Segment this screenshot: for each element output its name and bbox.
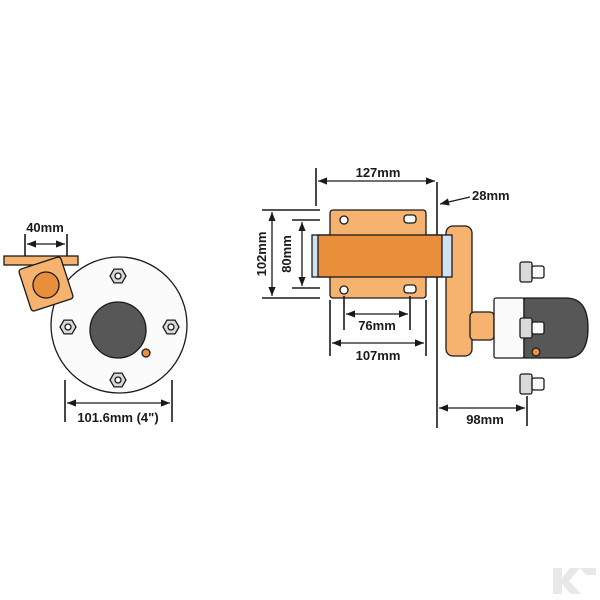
wheel-nuts <box>59 268 180 388</box>
dim-label-40: 40mm <box>26 220 64 235</box>
bracket-slot-bottom-right <box>403 284 417 294</box>
grease-nipple-side <box>531 347 541 357</box>
wheel-nut-top-center <box>114 272 122 280</box>
dim-label-76: 76mm <box>358 318 396 333</box>
dim-label-107: 107mm <box>356 348 401 363</box>
spindle-nut <box>32 271 60 299</box>
bracket-hole-top-left <box>339 215 349 225</box>
dim-label-98: 98mm <box>466 412 504 427</box>
dim-label-28: 28mm <box>472 188 510 203</box>
axle-mount-band <box>317 234 443 278</box>
front-view: 40mm 101.6mm (4") <box>3 220 188 425</box>
hub-neck <box>469 311 495 341</box>
wheel-nut-left-center <box>64 323 72 331</box>
grease-nipple <box>141 348 151 358</box>
bracket-slot-top-right <box>403 214 417 224</box>
dim-label-101-6: 101.6mm (4") <box>77 410 158 425</box>
wheel-nut-bottom-center <box>114 376 122 384</box>
dim-line-28 <box>439 196 471 206</box>
side-view: 127mm 28mm 102mm 80mm 76mm 107mm 98mm <box>254 165 589 428</box>
hub-cap-end <box>523 297 589 359</box>
dim-label-127: 127mm <box>356 165 401 180</box>
wheel-studs <box>519 261 545 395</box>
hub-center-cap <box>89 301 147 359</box>
dim-label-102: 102mm <box>254 232 269 277</box>
wheel-nut-right-center <box>167 323 175 331</box>
brand-k-logo <box>553 568 596 594</box>
dim-label-80: 80mm <box>279 235 294 273</box>
bracket-hole-bottom-left <box>339 285 349 295</box>
